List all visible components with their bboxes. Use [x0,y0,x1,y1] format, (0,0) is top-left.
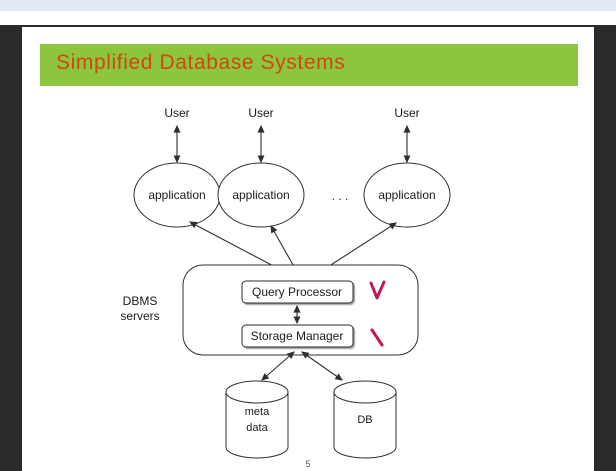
connector-storage-manager-metadata [261,351,295,381]
storage-manager-box[interactable] [241,324,354,348]
datastore-metadata-label-line2: data [246,422,268,434]
query-processor-label: Query Processor [252,285,342,299]
database-architecture-diagram: User User User application application a… [120,106,451,469]
query-processor-box[interactable] [241,280,354,304]
datastore-db-label: DB [357,414,372,426]
application-label-1: application [148,188,205,202]
application-label-2: application [232,188,289,202]
page-top-gap [0,11,616,25]
document-page [22,27,594,471]
connector-storage-manager-db [301,351,343,381]
slide-title-banner: Simplified Database Systems [40,44,578,86]
datastore-db: DB [333,380,397,459]
user-label-2: User [248,106,273,120]
datastore-metadata: meta data [225,380,289,459]
application-label-3: application [378,188,435,202]
user-label-1: User [164,106,189,120]
user-label-3: User [394,106,419,120]
application-node-3 [363,162,451,228]
applications-ellipsis: . . . [332,189,349,203]
dbms-servers-label-line1: DBMS [123,294,158,308]
annotation-slash-mark-icon [370,328,384,347]
browser-top-strip [0,0,616,11]
slide-title: Simplified Database Systems [56,51,346,74]
datastore-metadata-label-line1: meta [245,406,270,418]
page-number: 5 [305,459,310,469]
annotation-check-mark-icon [369,280,386,300]
dbms-servers-label-line2: servers [120,309,159,323]
storage-manager-label: Storage Manager [251,329,344,343]
